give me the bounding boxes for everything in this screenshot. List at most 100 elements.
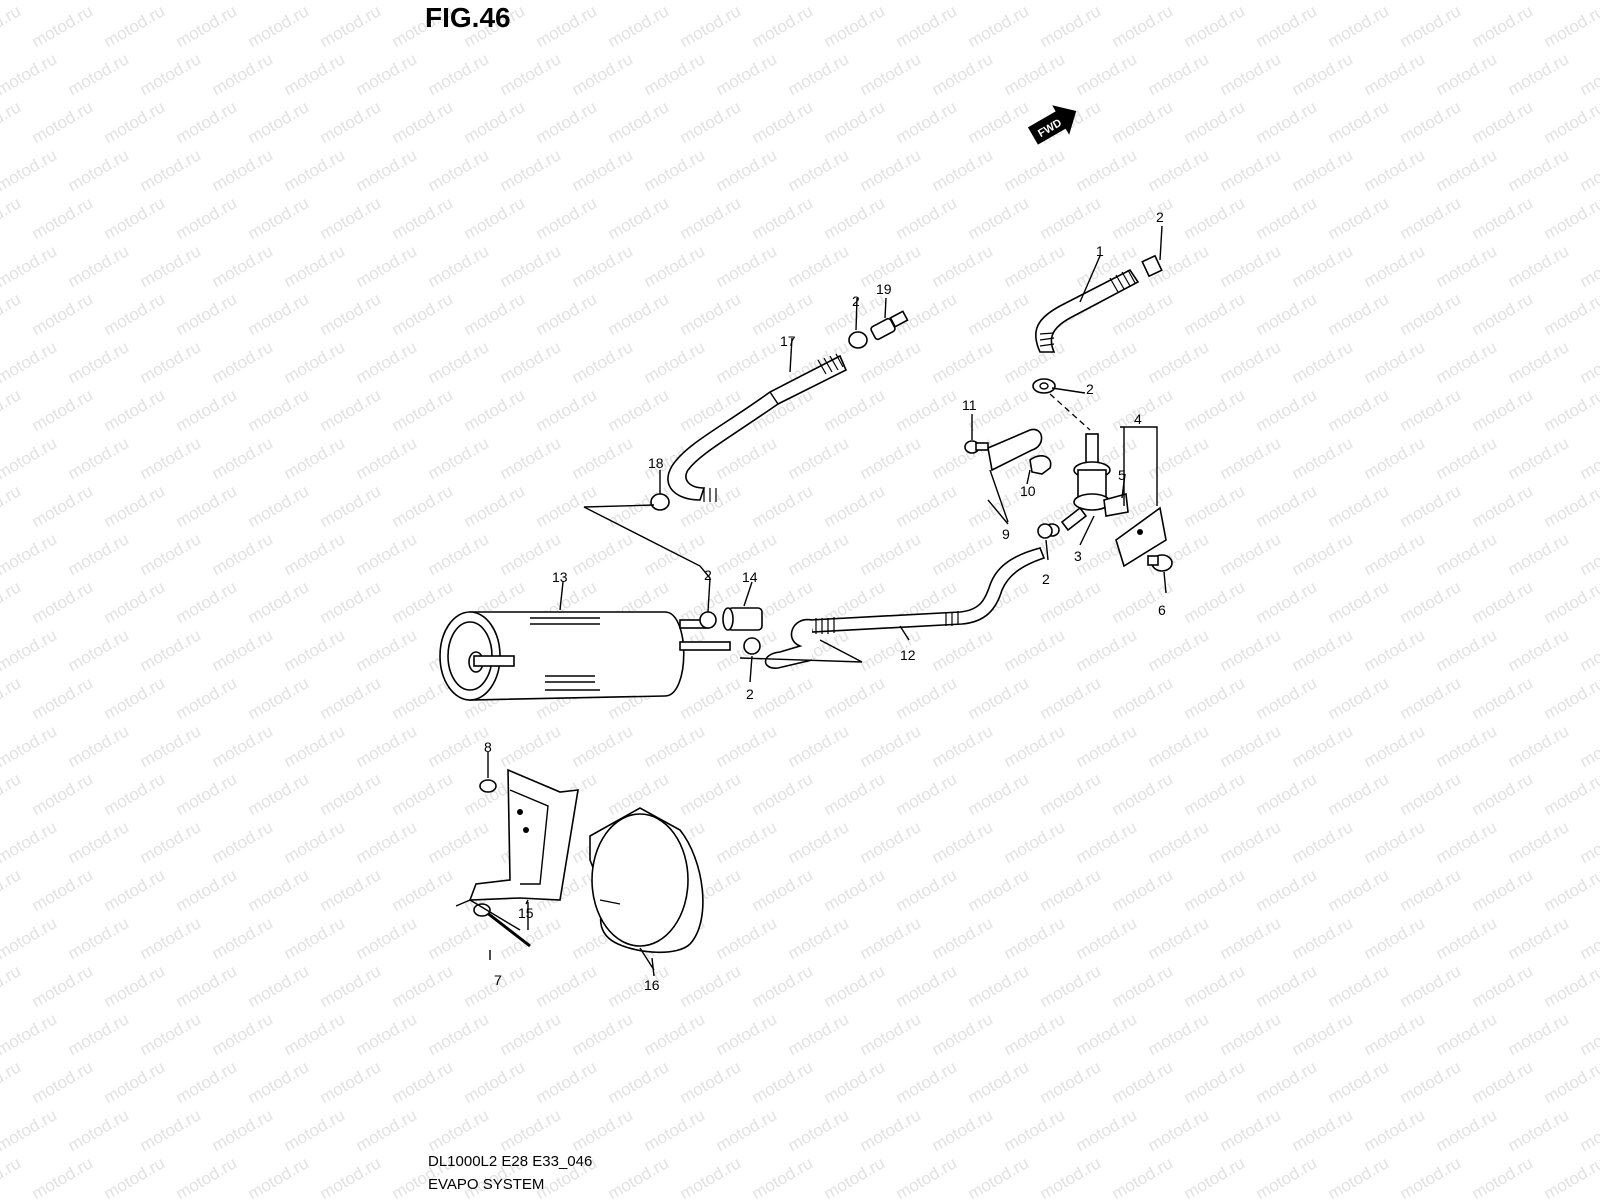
watermark-text: motod.ru — [1397, 97, 1465, 147]
watermark-text: motod.ru — [569, 0, 637, 3]
watermark-text: motod.ru — [0, 1105, 60, 1155]
part-12-hose — [764, 547, 1046, 669]
watermark-text: motod.ru — [29, 289, 97, 339]
watermark-text: motod.ru — [0, 625, 60, 675]
watermark-text: motod.ru — [1145, 0, 1213, 3]
watermark-text: motod.ru — [605, 1057, 673, 1107]
watermark-text: motod.ru — [1361, 1009, 1429, 1059]
watermark-text: motod.ru — [857, 913, 925, 963]
watermark-text: motod.ru — [317, 289, 385, 339]
watermark-text: motod.ru — [1289, 529, 1357, 579]
part-3-valve — [1044, 433, 1111, 537]
watermark-text: motod.ru — [1001, 145, 1069, 195]
watermark-text: motod.ru — [1469, 1153, 1537, 1200]
watermark-text: motod.ru — [1181, 385, 1249, 435]
watermark-text: motod.ru — [641, 0, 709, 3]
watermark-text: motod.ru — [1541, 481, 1600, 531]
watermark-text: motod.ru — [929, 0, 997, 3]
watermark-text: motod.ru — [857, 0, 925, 3]
watermark-text: motod.ru — [857, 337, 925, 387]
watermark-text: motod.ru — [1577, 529, 1600, 579]
watermark-text: motod.ru — [677, 1057, 745, 1107]
watermark-text: motod.ru — [461, 193, 529, 243]
part-17-hose — [667, 353, 848, 502]
watermark-text: motod.ru — [749, 865, 817, 915]
watermark-text: motod.ru — [1361, 721, 1429, 771]
watermark-text: motod.ru — [821, 673, 889, 723]
watermark-text: motod.ru — [1217, 433, 1285, 483]
watermark-text: motod.ru — [281, 913, 349, 963]
watermark-text: motod.ru — [929, 1105, 997, 1155]
watermark-text: motod.ru — [101, 97, 169, 147]
watermark-text: motod.ru — [1397, 193, 1465, 243]
watermark-text: motod.ru — [1469, 1, 1537, 51]
watermark-text: motod.ru — [1037, 193, 1105, 243]
watermark-text: motod.ru — [0, 385, 24, 435]
watermark-text: motod.ru — [713, 49, 781, 99]
watermark-text: motod.ru — [137, 913, 205, 963]
watermark-text: motod.ru — [29, 1057, 97, 1107]
watermark-text: motod.ru — [929, 1009, 997, 1059]
watermark-text: motod.ru — [1505, 1009, 1573, 1059]
watermark-text: motod.ru — [29, 673, 97, 723]
watermark-text: motod.ru — [0, 337, 60, 387]
watermark-text: motod.ru — [1001, 241, 1069, 291]
watermark-text: motod.ru — [893, 865, 961, 915]
watermark-text: motod.ru — [1145, 721, 1213, 771]
watermark-text: motod.ru — [965, 1, 1033, 51]
watermark-text: motod.ru — [389, 961, 457, 1011]
watermark-text: motod.ru — [173, 865, 241, 915]
watermark-text: motod.ru — [605, 97, 673, 147]
watermark-text: motod.ru — [1253, 97, 1321, 147]
watermark-text: motod.ru — [137, 241, 205, 291]
watermark-text: motod.ru — [1469, 673, 1537, 723]
watermark-text: motod.ru — [1073, 817, 1141, 867]
watermark-text: motod.ru — [1541, 97, 1600, 147]
leader-lines — [469, 225, 1167, 977]
watermark-text: motod.ru — [1037, 673, 1105, 723]
watermark-text: motod.ru — [821, 1, 889, 51]
watermark-text: motod.ru — [1325, 1057, 1393, 1107]
watermark-text: motod.ru — [317, 1153, 385, 1200]
watermark-text: motod.ru — [1577, 145, 1600, 195]
watermark-text: motod.ru — [1037, 1057, 1105, 1107]
watermark-text: motod.ru — [1541, 1, 1600, 51]
watermark-text: motod.ru — [713, 145, 781, 195]
watermark-text: motod.ru — [1469, 385, 1537, 435]
callout-5: 5 — [1118, 467, 1126, 483]
watermark-text: motod.ru — [893, 97, 961, 147]
watermark-text: motod.ru — [1505, 433, 1573, 483]
watermark-text: motod.ru — [1217, 1009, 1285, 1059]
watermark-text: motod.ru — [1289, 145, 1357, 195]
watermark-text: motod.ru — [1109, 769, 1177, 819]
watermark-text: motod.ru — [0, 817, 60, 867]
watermark-text: motod.ru — [1361, 241, 1429, 291]
watermark-text: motod.ru — [425, 145, 493, 195]
watermark-text: motod.ru — [353, 817, 421, 867]
watermark-text: motod.ru — [1469, 577, 1537, 627]
watermark-text: motod.ru — [497, 337, 565, 387]
watermark-text: motod.ru — [893, 1057, 961, 1107]
watermark-text: motod.ru — [317, 1057, 385, 1107]
watermark-text: motod.ru — [1325, 481, 1393, 531]
callout-15: 15 — [518, 905, 534, 921]
watermark-text: motod.ru — [1397, 577, 1465, 627]
watermark-text: motod.ru — [1217, 913, 1285, 963]
watermark-text: motod.ru — [605, 289, 673, 339]
watermark-text: motod.ru — [1361, 337, 1429, 387]
watermark-text: motod.ru — [929, 817, 997, 867]
watermark-text: motod.ru — [1109, 961, 1177, 1011]
watermark-text: motod.ru — [857, 817, 925, 867]
watermark-text: motod.ru — [1541, 865, 1600, 915]
watermark-text: motod.ru — [101, 385, 169, 435]
watermark-text: motod.ru — [317, 385, 385, 435]
watermark-text: motod.ru — [281, 337, 349, 387]
watermark-text: motod.ru — [785, 817, 853, 867]
clamp-icon — [650, 331, 1053, 655]
watermark-text: motod.ru — [1577, 433, 1600, 483]
callout-4: 4 — [1134, 411, 1142, 427]
watermark-text: motod.ru — [1469, 1057, 1537, 1107]
watermark-text: motod.ru — [1577, 49, 1600, 99]
watermark-text: motod.ru — [245, 193, 313, 243]
watermark-text: motod.ru — [1289, 0, 1357, 3]
